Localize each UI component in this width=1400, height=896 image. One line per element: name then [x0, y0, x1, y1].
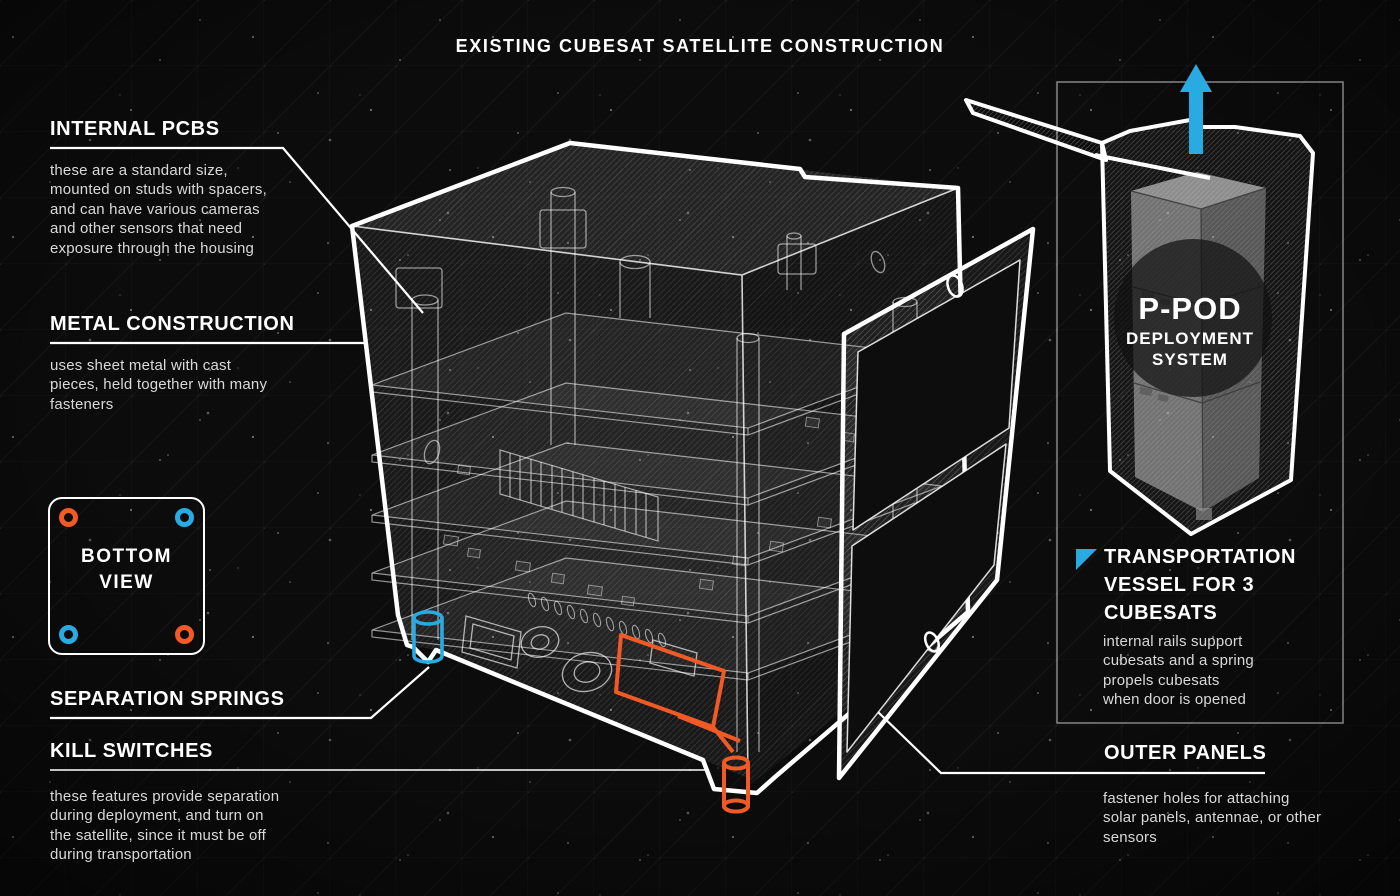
outer-panels-body: fastener holes for attaching solar panel… — [1103, 790, 1322, 846]
cubesat-wireframe — [349, 140, 971, 796]
outer-panels-heading: OUTER PANELS — [1104, 742, 1267, 764]
metal-construction-heading: METAL CONSTRUCTION — [50, 313, 295, 335]
transportation-vessel-body: internal rails support cubesats and a sp… — [1103, 633, 1254, 709]
ppod-rim-line — [1094, 153, 1211, 180]
corner-ring-blue-icon — [59, 625, 78, 644]
panel-hole-top — [946, 274, 964, 298]
bottom-view-line1: BOTTOM — [81, 546, 172, 567]
ppod-drawing — [964, 64, 1344, 724]
corner-ring-blue-icon — [175, 508, 194, 527]
bottom-view-line2: VIEW — [99, 572, 154, 593]
panel-hole-bottom — [923, 631, 941, 653]
ppod-vessel-outline — [1100, 118, 1315, 536]
metal-construction-body: uses sheet metal with cast pieces, held … — [50, 357, 268, 413]
bottom-view-label: BOTTOM VIEW — [50, 544, 203, 596]
separation-spring-highlight-left — [412, 610, 444, 664]
bottom-connectors — [461, 615, 698, 693]
corner-ring-orange-icon — [59, 508, 78, 527]
bottom-view-panel: BOTTOM VIEW — [48, 497, 205, 655]
ppod-subtitle-1: DEPLOYMENT — [1125, 329, 1255, 348]
internal-pcbs-heading: INTERNAL PCBS — [50, 118, 220, 140]
ppod-label-disc — [1114, 239, 1272, 397]
kill-switch-highlight — [614, 633, 750, 814]
pcb-stack — [371, 312, 943, 681]
leader-separation-springs — [50, 666, 430, 720]
transportation-vessel-heading: TRANSPORTATION VESSEL FOR 3 CUBESATS — [1104, 546, 1297, 624]
leader-internal-pcbs — [50, 146, 424, 314]
heatsink — [499, 449, 659, 542]
kill-switches-heading: KILL SWITCHES — [50, 740, 213, 762]
ppod-subtitle-2: SYSTEM — [1152, 350, 1228, 369]
deploy-arrow-icon — [1180, 64, 1212, 154]
kill-switches-body: these features provide separation during… — [50, 788, 280, 864]
ppod-label: P-POD DEPLOYMENT SYSTEM — [1085, 292, 1295, 370]
leader-lines — [50, 146, 1265, 775]
outer-panel-drawing — [836, 226, 1036, 781]
leader-outer-panels — [877, 711, 1265, 775]
separation-springs-heading: SEPARATION SPRINGS — [50, 688, 285, 710]
housing-outline — [349, 140, 971, 796]
corner-ring-orange-icon — [175, 625, 194, 644]
page-title: EXISTING CUBESAT SATELLITE CONSTRUCTION — [455, 36, 945, 56]
ppod-name: P-POD — [1138, 291, 1242, 326]
vessel-marker-triangle-icon — [1076, 549, 1097, 570]
housing-front-edges — [351, 187, 959, 779]
internal-pcbs-body: these are a standard size, mounted on st… — [50, 162, 267, 257]
